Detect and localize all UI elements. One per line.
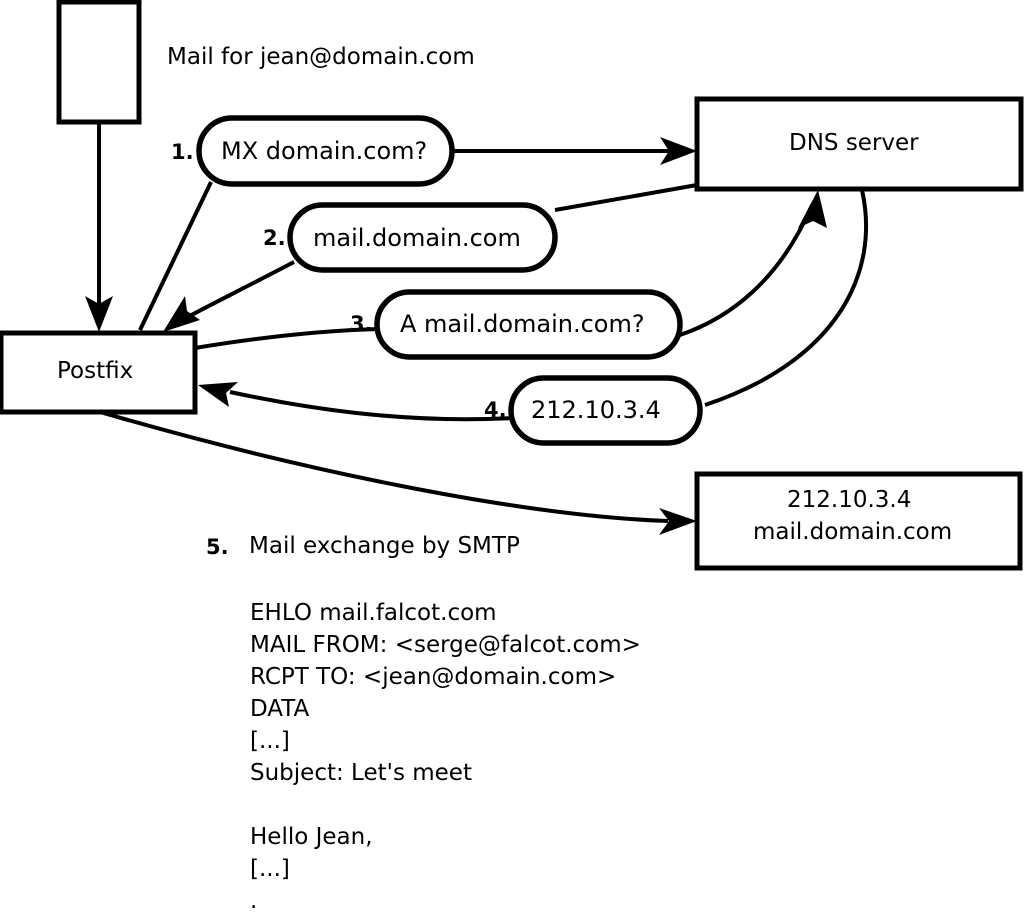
dns-server-box [694,96,1024,192]
bubble-step-3 [374,289,683,360]
target-server-line1: 212.10.3.4 [787,487,912,513]
bubble-step-2 [287,202,558,273]
smtp-line-1: EHLO mail.falcot.com [250,600,497,626]
target-server-line2: mail.domain.com [753,519,953,545]
sender-box [56,0,142,125]
dns-server-label: DNS server [789,130,919,156]
step-label-3: A mail.domain.com? [400,310,645,338]
edge-postfix-to-target-server [99,410,669,523]
bubble-step-1 [196,115,455,187]
postfix-box [0,330,198,415]
arrowhead-answer-to-postfix [163,296,200,332]
edge-a-query-bubble-to-dns [679,204,814,337]
smtp-line-8: Hello Jean, [250,824,373,850]
edge-a-answer-bubble-to-postfix [229,390,514,422]
arrowhead-a-query-to-dns [798,190,827,228]
step-label-2: mail.domain.com [313,224,521,252]
step-number-1: 1. [171,140,194,164]
step-number-2: 2. [263,226,286,250]
postfix-label: Postfix [57,358,134,384]
smtp-line-9: [...] [250,856,290,882]
step-label-1: MX domain.com? [221,137,428,165]
step-number-3: 3. [350,312,373,336]
arrowhead-mx-to-dns [660,137,697,165]
step-number-5: 5. [206,535,229,559]
smtp-line-5: [...] [250,728,290,754]
arrowhead-sender-to-postfix [85,296,113,332]
step-label-5: Mail exchange by SMTP [249,533,520,559]
arrowhead-a-answer-to-postfix [198,382,238,407]
mail-for-caption: Mail for jean@domain.com [167,44,475,70]
smtp-line-3: RCPT TO: <jean@domain.com> [250,664,617,690]
smtp-line-6: Subject: Let's meet [250,760,472,786]
step-number-4: 4. [484,398,507,422]
smtp-line-10: . [250,888,258,914]
smtp-line-2: MAIL FROM: <serge@falcot.com> [250,632,641,658]
edge-postfix-to-mx-bubble [138,181,213,331]
smtp-line-4: DATA [250,696,310,722]
step-label-4: 212.10.3.4 [531,396,661,424]
arrowhead-smtp-to-target-server [659,508,697,535]
edge-dns-to-a-answer-bubble [704,189,868,407]
edge-answer-bubble-to-postfix [181,260,295,322]
bubble-step-4 [508,375,703,446]
edge-postfix-to-a-query-bubble [194,327,381,350]
edge-dns-to-answer-bubble [554,183,698,212]
